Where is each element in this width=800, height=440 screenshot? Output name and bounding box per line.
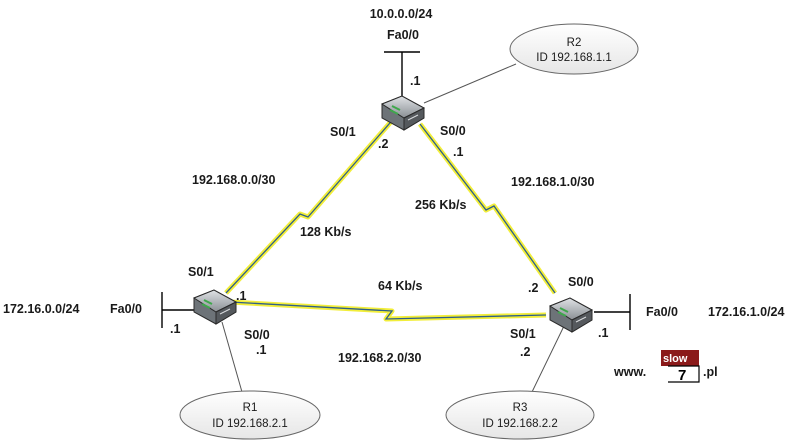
link-r1-r3-network: 192.168.2.0/30 (338, 351, 421, 365)
lan-top-network: 10.0.0.0/24 (370, 7, 433, 21)
link-r2-r3-r2-host: .1 (453, 145, 463, 159)
lan-stub-right (594, 294, 631, 330)
lan-stub-top (384, 51, 420, 96)
link-r1-r2-r2-iface: S0/1 (330, 125, 356, 139)
router-r3-name: R3 (513, 402, 528, 414)
lan-right-iface: Fa0/0 (646, 305, 678, 319)
router-r1[interactable] (193, 289, 237, 325)
link-r1-r3-r1-iface: S0/0 (244, 328, 270, 342)
lan-top-iface: Fa0/0 (387, 28, 419, 42)
logo-top-box (661, 350, 699, 366)
link-r2-r3-r2-iface: S0/0 (440, 124, 466, 138)
logo-bracket (668, 365, 700, 383)
router-r1-name: R1 (243, 402, 258, 414)
router-r3-id: ID 192.168.2.2 (482, 418, 557, 430)
lan-left-network: 172.16.0.0/24 (3, 302, 80, 316)
router-r1-id: ID 192.168.2.1 (212, 418, 287, 430)
link-r1-r3-r1-host: .1 (256, 343, 266, 357)
router-r1-callout: R1 ID 192.168.2.1 (179, 390, 321, 440)
logo-number: 7 (678, 367, 686, 384)
link-r1-r3-bandwidth: 64 Kb/s (378, 279, 423, 293)
link-r1-r3 (229, 299, 547, 322)
link-r1-r2-network: 192.168.0.0/30 (192, 173, 275, 187)
link-r1-r3-r3-iface: S0/1 (510, 327, 536, 341)
link-r2-r3 (418, 122, 558, 295)
router-r2-name: R2 (567, 37, 582, 49)
link-r2-r3-r3-host: .2 (528, 281, 538, 295)
logo-suffix: .pl (703, 365, 718, 379)
logo-top-text: slow (663, 353, 688, 365)
router-r3-callout: R3 ID 192.168.2.2 (445, 390, 595, 440)
lan-right-host: .1 (598, 326, 608, 340)
lan-left-host: .1 (170, 322, 180, 336)
link-r2-r3-network: 192.168.1.0/30 (511, 175, 594, 189)
link-r1-r2-r1-iface: S0/1 (188, 265, 214, 279)
link-r1-r2 (224, 114, 398, 295)
link-r2-r3-bandwidth: 256 Kb/s (415, 198, 466, 212)
site-logo[interactable]: www. slow 7 .pl (613, 350, 718, 384)
link-r1-r2-r2-host: .2 (378, 137, 388, 151)
callout-lines (221, 63, 565, 393)
router-r3[interactable] (549, 297, 593, 333)
link-r2-r3-r3-iface: S0/0 (568, 275, 594, 289)
link-r1-r3-r3-host: .2 (520, 345, 530, 359)
router-r2-callout: R2 ID 192.168.1.1 (509, 23, 639, 75)
lan-stub-left (161, 292, 196, 328)
logo-prefix: www. (613, 365, 646, 379)
link-r1-r2-r1-host: .1 (236, 289, 246, 303)
lan-right-network: 172.16.1.0/24 (708, 305, 785, 319)
router-r2-id: ID 192.168.1.1 (536, 52, 611, 64)
lan-left-iface: Fa0/0 (110, 302, 142, 316)
lan-top-host: .1 (410, 74, 420, 88)
link-r1-r2-bandwidth: 128 Kb/s (300, 225, 351, 239)
